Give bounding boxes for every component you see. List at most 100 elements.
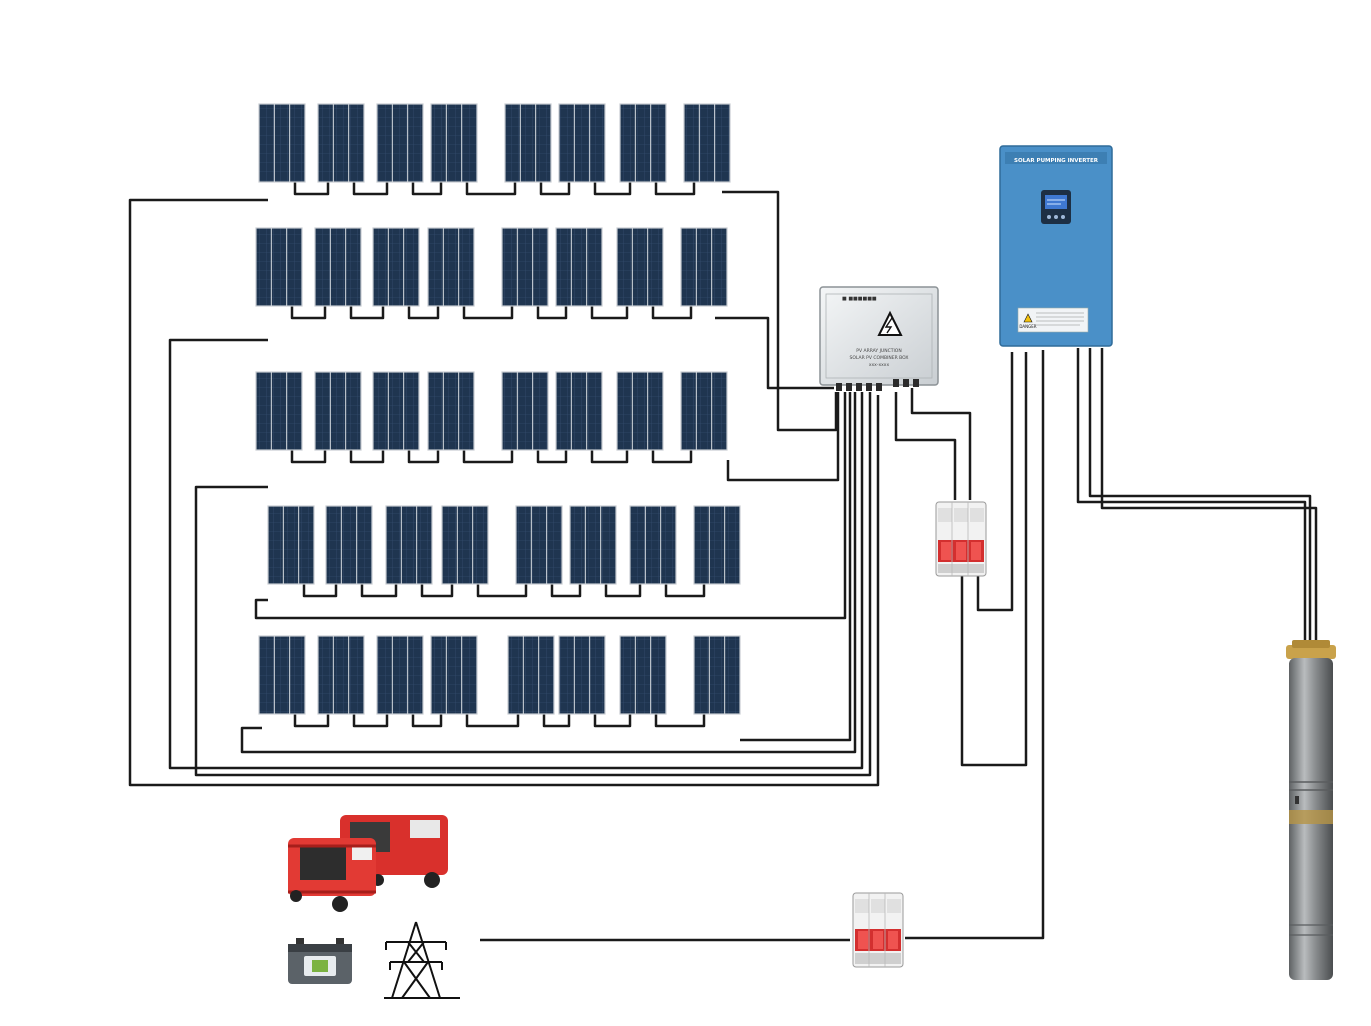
panel-link-wire: [302, 584, 338, 598]
panel-link-wire: [349, 450, 385, 464]
panel-link-wire: [411, 714, 443, 728]
solar-panel-r3-p3[interactable]: [372, 371, 420, 451]
solar-panel-r2-p6[interactable]: [555, 227, 603, 307]
solar-panel-r4-p4[interactable]: [441, 505, 489, 585]
row5-end-wire: [740, 392, 852, 742]
solar-panel-r2-p2[interactable]: [314, 227, 362, 307]
combiner-glands: [836, 379, 919, 391]
panel-link-wire: [536, 450, 568, 464]
combiner-to-breaker-wire-b: [894, 392, 957, 500]
solar-panel-r1-p8[interactable]: [683, 103, 731, 183]
solar-panel-r2-p4[interactable]: [427, 227, 475, 307]
solar-panel-r4-p6[interactable]: [569, 505, 617, 585]
submersible-pump[interactable]: [1286, 640, 1336, 980]
pump-cable-2: [1088, 348, 1312, 650]
pump-cable-1: [1076, 348, 1307, 650]
solar-panel-r3-p4[interactable]: [427, 371, 475, 451]
panel-link-wire: [654, 182, 696, 196]
row3-end-wire: [726, 392, 840, 482]
wiring: [128, 182, 1318, 942]
panel-link-wire: [651, 450, 693, 464]
ac-circuit-breaker[interactable]: [852, 892, 904, 968]
inverter-danger-text: DANGER: [1019, 324, 1036, 329]
panel-link-wire: [462, 450, 514, 464]
panel-link-wire: [352, 182, 389, 196]
solar-panel-r2-p1[interactable]: [255, 227, 303, 307]
solar-panel-array: [255, 103, 741, 715]
home-run-wire-row5: [240, 392, 857, 754]
panel-link-wire: [593, 714, 632, 728]
solar-panel-r4-p2[interactable]: [325, 505, 373, 585]
solar-panel-r5-p5[interactable]: [507, 635, 555, 715]
row2-end-wire: [715, 316, 834, 390]
power-grid-tower-icon[interactable]: [384, 921, 460, 999]
solar-panel-r1-p3[interactable]: [376, 103, 424, 183]
panel-link-wire: [539, 182, 571, 196]
panel-link-wire: [654, 714, 706, 728]
panel-link-wire: [664, 584, 706, 598]
solar-panel-r4-p7[interactable]: [629, 505, 677, 585]
combiner-to-breaker-wire-a: [910, 388, 972, 500]
panel-link-wire: [462, 306, 514, 320]
panel-link-wire: [651, 306, 693, 320]
panel-link-wire: [411, 182, 443, 196]
solar-panel-r5-p3[interactable]: [376, 635, 424, 715]
high-voltage-warning-icon: [877, 310, 903, 336]
pv-combiner-box[interactable]: ■ ■■■■■■ PV ARRAY JUNCTION SOLAR PV COMB…: [819, 286, 939, 391]
panel-link-wire: [476, 584, 528, 598]
home-run-wire-row2: [168, 338, 864, 770]
panel-link-wire: [465, 182, 517, 196]
solar-panel-r5-p1[interactable]: [258, 635, 306, 715]
home-run-wire-row4: [254, 392, 847, 620]
solar-pumping-inverter[interactable]: SOLAR PUMPING INVERTER DANGER: [999, 145, 1113, 347]
panel-link-wire: [293, 182, 330, 196]
combiner-brand-text: ■ ■■■■■■: [842, 296, 877, 302]
solar-panel-r2-p8[interactable]: [680, 227, 728, 307]
solar-panel-r1-p7[interactable]: [619, 103, 667, 183]
solar-panel-r1-p2[interactable]: [317, 103, 365, 183]
diesel-generator[interactable]: [288, 815, 448, 912]
solar-panel-r3-p7[interactable]: [616, 371, 664, 451]
solar-panel-r5-p4[interactable]: [430, 635, 478, 715]
solar-panel-r3-p5[interactable]: [501, 371, 549, 451]
solar-panel-r1-p6[interactable]: [558, 103, 606, 183]
solar-panel-r2-p3[interactable]: [372, 227, 420, 307]
panel-link-wire: [550, 584, 582, 598]
combiner-label-line-1: PV ARRAY JUNCTION: [856, 348, 901, 354]
inverter-warning-label: DANGER: [1017, 307, 1089, 333]
panel-link-wire: [465, 714, 520, 728]
dc-circuit-breaker[interactable]: [935, 501, 987, 577]
solar-panel-r4-p1[interactable]: [267, 505, 315, 585]
panel-link-wire: [349, 306, 385, 320]
breaker-to-inverter-wire-a: [976, 352, 1014, 612]
solar-panel-r1-p4[interactable]: [430, 103, 478, 183]
panel-interconnect-wires: [290, 182, 706, 728]
panel-link-wire: [293, 714, 330, 728]
solar-panel-r4-p3[interactable]: [385, 505, 433, 585]
panel-link-wire: [290, 306, 327, 320]
solar-panel-r3-p2[interactable]: [314, 371, 362, 451]
panel-link-wire: [593, 182, 632, 196]
panel-link-wire: [420, 584, 454, 598]
solar-panel-r1-p5[interactable]: [504, 103, 552, 183]
solar-panel-r4-p5[interactable]: [515, 505, 563, 585]
solar-panel-r3-p6[interactable]: [555, 371, 603, 451]
inverter-display-screen[interactable]: [1041, 190, 1071, 224]
solar-panel-r4-p8[interactable]: [693, 505, 741, 585]
panel-link-wire: [536, 306, 568, 320]
solar-panel-r5-p7[interactable]: [619, 635, 667, 715]
panel-link-wire: [590, 450, 629, 464]
row1-end-wire: [722, 190, 838, 432]
solar-panel-r5-p8[interactable]: [693, 635, 741, 715]
solar-panel-r1-p1[interactable]: [258, 103, 306, 183]
solar-panel-r5-p6[interactable]: [558, 635, 606, 715]
solar-panel-r2-p5[interactable]: [501, 227, 549, 307]
solar-panel-r3-p1[interactable]: [255, 371, 303, 451]
battery-icon[interactable]: [288, 938, 352, 984]
pump-cable-3: [1100, 348, 1318, 650]
solar-panel-r5-p2[interactable]: [317, 635, 365, 715]
combiner-label-line-3: xxx-xxxx: [869, 363, 890, 368]
solar-panel-r3-p8[interactable]: [680, 371, 728, 451]
panel-link-wire: [542, 714, 571, 728]
solar-panel-r2-p7[interactable]: [616, 227, 664, 307]
